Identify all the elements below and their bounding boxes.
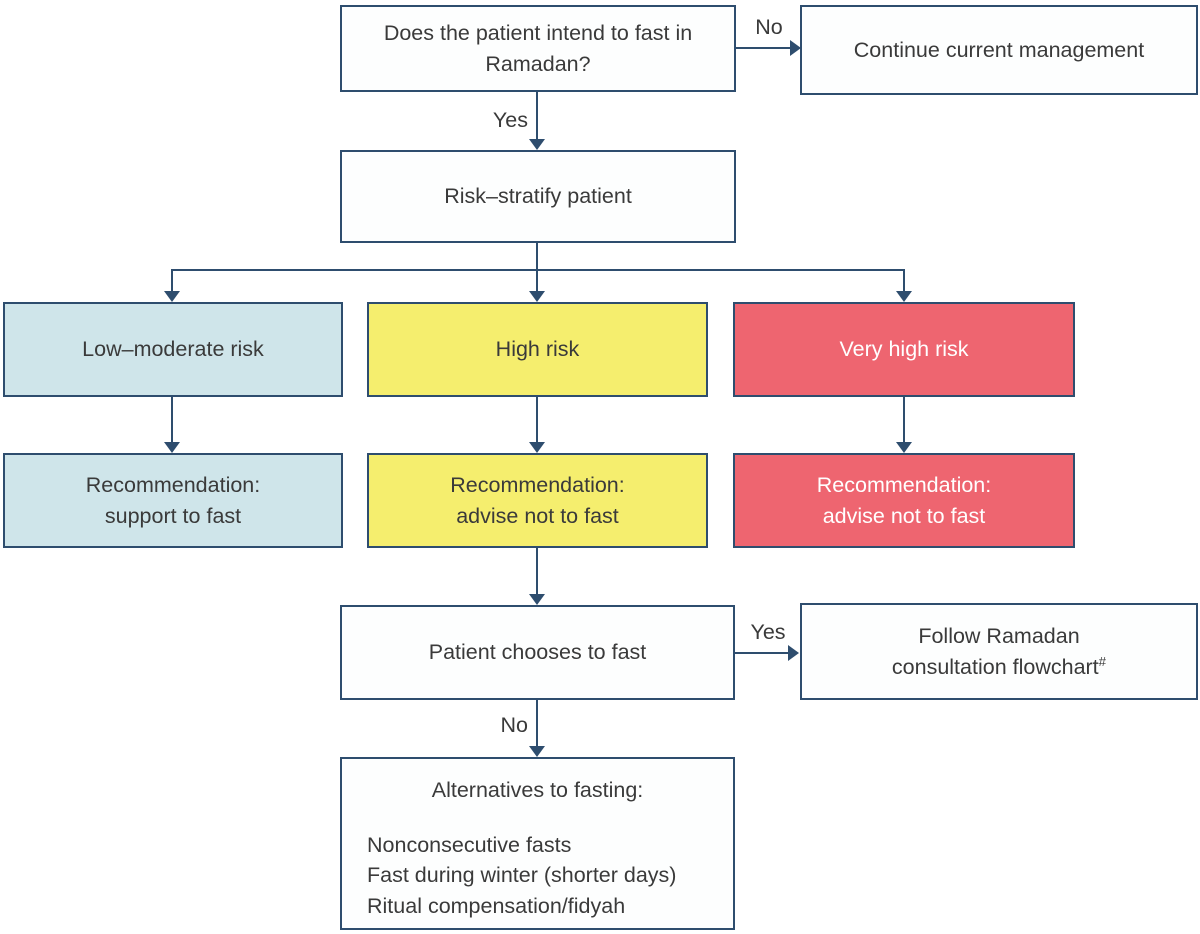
edge-low-to-rec-line: [171, 397, 173, 443]
node-risk-stratify-label: Risk–stratify patient: [444, 184, 632, 209]
edge-intend-no-line: [736, 47, 792, 49]
node-rec-advise-very-high-line2: advise not to fast: [822, 503, 986, 528]
edge-intend-yes-arrowhead-icon: [529, 139, 545, 150]
alternatives-item: Nonconsecutive fasts: [367, 832, 572, 857]
node-continue-management-label: Continue current management: [853, 37, 1145, 62]
edge-branch-right-line: [903, 269, 905, 292]
node-follow-flowchart-line1: Follow Ramadan: [918, 623, 1080, 648]
node-follow-flowchart: Follow Ramadan consultation flowchart#: [800, 603, 1198, 700]
node-intend-question-label: Does the patient intend to fast in Ramad…: [383, 20, 693, 76]
node-rec-support: Recommendation: support to fast: [3, 453, 343, 548]
edge-branch-middle-arrowhead-icon: [529, 291, 545, 302]
node-low-moderate-risk: Low–moderate risk: [3, 302, 343, 397]
alternatives-heading: Alternatives to fasting:: [431, 778, 644, 802]
edge-label-chooses-yes: Yes: [750, 620, 786, 644]
node-rec-advise-very-high: Recommendation: advise not to fast: [733, 453, 1075, 548]
edge-branch-middle-line: [536, 269, 538, 292]
edge-label-intend-yes: Yes: [492, 108, 528, 132]
edge-intend-yes-line: [536, 92, 538, 139]
edge-branch-stem-line: [536, 243, 538, 271]
node-rec-advise-high: Recommendation: advise not to fast: [367, 453, 708, 548]
node-patient-chooses-label: Patient chooses to fast: [428, 640, 647, 665]
node-very-high-risk: Very high risk: [733, 302, 1075, 397]
node-high-risk: High risk: [367, 302, 708, 397]
node-rec-advise-high-line1: Recommendation:: [450, 472, 625, 497]
edge-chooses-no-arrowhead-icon: [529, 746, 545, 757]
node-rec-advise-high-line2: advise not to fast: [456, 503, 619, 528]
edge-branch-right-arrowhead-icon: [896, 291, 912, 302]
edge-label-chooses-no: No: [500, 713, 528, 737]
edge-intend-no-arrowhead-icon: [790, 40, 801, 56]
node-intend-question: Does the patient intend to fast in Ramad…: [340, 5, 736, 92]
edge-chooses-yes-arrowhead-icon: [788, 645, 799, 661]
node-rec-support-line2: support to fast: [104, 503, 242, 528]
node-follow-flowchart-line2: consultation flowchart#: [891, 653, 1107, 679]
node-patient-chooses: Patient chooses to fast: [340, 605, 735, 700]
node-alternatives: Alternatives to fasting: Nonconsecutive …: [340, 757, 735, 930]
alternatives-item: Fast during winter (shorter days): [367, 863, 677, 888]
node-continue-management: Continue current management: [800, 5, 1198, 95]
edge-low-to-rec-arrowhead-icon: [164, 442, 180, 453]
node-low-moderate-risk-label: Low–moderate risk: [82, 337, 264, 362]
edge-branch-left-arrowhead-icon: [164, 291, 180, 302]
node-very-high-risk-label: Very high risk: [839, 337, 969, 362]
alternatives-item: Ritual compensation/fidyah: [367, 893, 626, 918]
edge-very-high-to-rec-line: [903, 397, 905, 443]
edge-rec-to-chooses-line: [536, 548, 538, 595]
follow-flowchart-footnote-marker: #: [1098, 653, 1107, 669]
node-risk-stratify: Risk–stratify patient: [340, 150, 736, 243]
edge-very-high-to-rec-arrowhead-icon: [896, 442, 912, 453]
edge-branch-horizontal-line: [171, 269, 905, 271]
edge-rec-to-chooses-arrowhead-icon: [529, 594, 545, 605]
node-rec-support-line1: Recommendation:: [85, 472, 261, 497]
edge-branch-left-line: [171, 269, 173, 292]
edge-label-intend-no: No: [755, 15, 783, 39]
edge-high-to-rec-arrowhead-icon: [529, 442, 545, 453]
node-high-risk-label: High risk: [495, 337, 580, 362]
edge-chooses-no-line: [536, 700, 538, 747]
edge-high-to-rec-line: [536, 397, 538, 443]
node-rec-advise-very-high-line1: Recommendation:: [816, 472, 992, 497]
edge-chooses-yes-line: [735, 652, 790, 654]
